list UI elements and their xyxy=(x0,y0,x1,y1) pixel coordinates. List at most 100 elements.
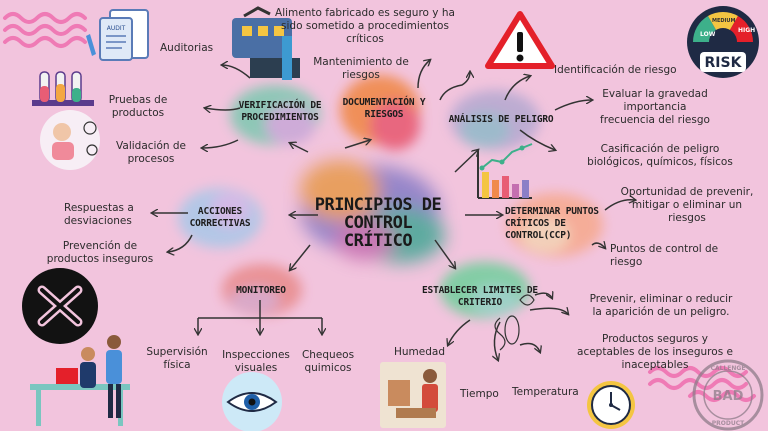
leaf-line: Evaluar la gravedad xyxy=(602,88,708,100)
node-monitoreo: MONITOREO xyxy=(226,285,296,297)
leaf-line: Prevención de xyxy=(62,240,138,252)
leaf-productos-seguros: Productos seguros y aceptables de los in… xyxy=(570,333,740,372)
central-title-line: CONTROL xyxy=(343,213,413,233)
leaf-line: riesgo xyxy=(610,256,643,268)
watercolor-blob-limites xyxy=(440,262,530,318)
leaf-line: Prevenir, eliminar o reducir xyxy=(589,293,733,305)
node-label: VERIFICACIÓN DE xyxy=(238,100,322,111)
node-acciones: ACCIONES CORRECTIVAS xyxy=(182,206,258,230)
risk-gauge-icon: LOW MEDIUM HIGH RISK xyxy=(687,6,759,78)
watercolor-blob-verificacion xyxy=(230,85,320,145)
leaf-prevencion: Prevención de productos inseguros xyxy=(40,240,160,266)
leaf-oportunidad: Oportunidad de prevenir, mitigar o elimi… xyxy=(612,186,762,225)
leaf-line: productos xyxy=(111,107,165,119)
stamp-line-top: CALLENGE xyxy=(711,365,746,372)
leaf-line: visuales xyxy=(234,362,278,374)
leaf-mantenimiento: Mantenimiento de riesgos xyxy=(306,56,416,82)
leaf-line: biológicos, químicos, físicos xyxy=(587,156,733,168)
leaf-pruebas: Pruebas de productos xyxy=(104,94,172,120)
node-label: DOCUMENTACIÓN Y xyxy=(342,97,426,108)
node-label: CRITERIO xyxy=(457,297,503,308)
eye-icon xyxy=(222,372,282,431)
humidity-worker-icon xyxy=(380,362,446,428)
node-label: RIESGOS xyxy=(364,109,404,120)
leaf-line: mitigar o eliminar un xyxy=(631,199,743,211)
leaf-line: sido sometido a procedimientos xyxy=(281,20,449,32)
node-label: CONTROL(CCP) xyxy=(505,230,572,241)
leaf-humedad: Humedad xyxy=(394,346,446,358)
node-label: PROCEDIMIENTOS xyxy=(241,112,319,123)
leaf-line: física xyxy=(163,359,191,371)
warning-icon xyxy=(485,11,555,69)
node-verificacion: VERIFICACIÓN DE PROCEDIMIENTOS xyxy=(228,100,332,124)
central-title: PRINCIPIOS DE CONTROL CRÍTICO xyxy=(308,196,448,250)
squiggle-decoration-bottom xyxy=(648,366,756,402)
leaf-validacion: Validación de procesos xyxy=(110,140,192,166)
supervision-people-icon xyxy=(30,335,130,426)
node-limites: ESTABLECER LIMITES DE CRITERIO xyxy=(420,285,540,309)
leaf-identificacion: Identificación de riesgo xyxy=(554,64,677,76)
audit-clipboard-icon: AUDIT xyxy=(86,9,149,61)
leaf-line: riesgos xyxy=(342,69,380,81)
node-label: ANÁLISIS DE PELIGRO xyxy=(448,114,554,125)
leaf-line: Puntos de control de xyxy=(610,243,719,255)
leaf-inspecciones: Inspecciones visuales xyxy=(214,349,298,375)
leaf-line: quimicos xyxy=(304,362,352,374)
bar-chart-icon xyxy=(477,143,533,199)
leaf-line: Productos seguros y xyxy=(602,333,708,345)
scribble-loops xyxy=(494,294,535,351)
node-label: ACCIONES xyxy=(197,206,243,217)
monitoreo-tree-lines xyxy=(198,300,322,334)
stamp-text: BAD xyxy=(713,389,744,404)
leaf-supervision: Supervisión física xyxy=(140,346,214,372)
leaf-line: Alimento fabricado es seguro y ha xyxy=(275,7,455,19)
connectors xyxy=(152,60,635,360)
leaf-line: procesos xyxy=(127,153,175,165)
central-title-line: PRINCIPIOS DE xyxy=(314,195,442,215)
node-documentacion: DOCUMENTACIÓN Y RIESGOS xyxy=(334,97,434,121)
clock-icon xyxy=(587,381,635,429)
leaf-auditorias: Auditorias xyxy=(160,42,214,54)
node-label: MONITOREO xyxy=(236,285,286,296)
node-analisis: ANÁLISIS DE PELIGRO xyxy=(446,114,556,126)
leaf-line: Supervisión xyxy=(146,346,208,358)
node-puntos: DETERMINAR PUNTOS CRÍTICOS DE CONTROL(CC… xyxy=(505,206,603,242)
leaf-alimento: Alimento fabricado es seguro y ha sido s… xyxy=(270,7,460,46)
leaf-line: Respuestas a xyxy=(64,202,134,214)
watercolor-blob-center xyxy=(300,160,445,263)
leaf-line: críticos xyxy=(346,33,384,45)
gauge-medium-label: MEDIUM xyxy=(712,18,735,24)
central-title-line: CRÍTICO xyxy=(343,231,413,251)
leaf-evaluar: Evaluar la gravedad importancia frecuenc… xyxy=(580,88,730,127)
factory-machine-icon xyxy=(232,6,300,80)
test-tubes-icon xyxy=(32,71,94,106)
watercolor-blob-puntos xyxy=(507,193,603,257)
leaf-puntos-control: Puntos de control de riesgo xyxy=(610,243,718,269)
leaf-clasificacion: Casificación de peligro biológicos, quím… xyxy=(580,143,740,169)
leaf-respuestas: Respuestas a desviaciones xyxy=(64,202,134,228)
watercolor-blob-monitoreo xyxy=(222,264,302,316)
close-x-icon xyxy=(22,268,98,344)
watercolor-blob-analisis xyxy=(450,90,540,150)
node-label: ESTABLECER LIMITES DE xyxy=(422,285,538,296)
gauge-low-label: LOW xyxy=(700,31,716,38)
gauge-risk-label: RISK xyxy=(705,55,743,71)
leaf-line: importancia xyxy=(623,101,687,113)
leaf-line: Chequeos xyxy=(301,349,355,361)
node-label: CORRECTIVAS xyxy=(189,218,251,229)
leaf-line: Validación de xyxy=(116,140,186,152)
process-validation-icon xyxy=(40,110,100,170)
leaf-prevenir: Prevenir, eliminar o reducir la aparició… xyxy=(578,293,744,319)
leaf-temperatura: Temperatura xyxy=(512,386,579,398)
node-label: CRÍTICOS DE xyxy=(505,218,566,229)
node-label: DETERMINAR PUNTOS xyxy=(505,206,599,217)
watercolor-blob-acciones xyxy=(178,188,262,248)
leaf-line: aceptables de los inseguros e xyxy=(577,346,733,358)
audit-label: AUDIT xyxy=(107,25,126,32)
leaf-line: productos inseguros xyxy=(46,253,154,265)
leaf-line: Inspecciones xyxy=(222,349,290,361)
leaf-chequeos: Chequeos quimicos xyxy=(296,349,360,375)
leaf-line: riesgos xyxy=(668,212,706,224)
